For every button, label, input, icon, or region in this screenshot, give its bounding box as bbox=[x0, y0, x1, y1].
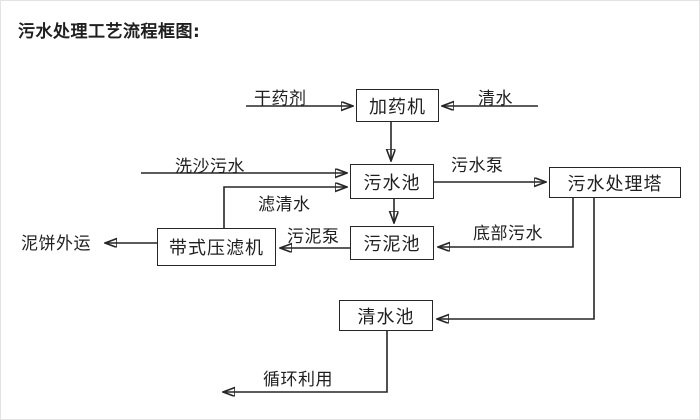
node-sludge-pool: 污泥池 bbox=[350, 226, 434, 260]
node-sewage-pool: 污水池 bbox=[350, 164, 434, 199]
arrow-filtered-water-to-sewage-pool bbox=[223, 187, 347, 228]
flow-label-bottom-sewage: 底部污水 bbox=[473, 224, 543, 244]
node-belt-filter-press: 带式压滤机 bbox=[157, 228, 276, 266]
node-treatment-tower: 污水处理塔 bbox=[549, 167, 681, 198]
flow-label-dry-agent: 干药剂 bbox=[254, 89, 307, 109]
flow-label-filtered-water: 滤清水 bbox=[258, 195, 311, 215]
flow-label-mud-cake-out: 泥饼外运 bbox=[21, 234, 91, 254]
flow-label-recycle: 循环利用 bbox=[263, 370, 333, 390]
flow-label-sand-wash-sewage: 洗沙污水 bbox=[175, 157, 245, 177]
arrow-clear-water-pool-to-recycle bbox=[223, 331, 388, 392]
node-clear-water-pool: 清水池 bbox=[339, 300, 433, 331]
page-title: 污水处理工艺流程框图: bbox=[18, 22, 201, 42]
flow-label-sewage-pump: 污水泵 bbox=[451, 156, 504, 176]
arrow-tower-to-clear-water-pool bbox=[437, 198, 595, 319]
node-dosing-machine: 加药机 bbox=[356, 89, 439, 122]
arrow-tower-bottom-sewage-to-sludge-pool bbox=[438, 198, 574, 247]
flow-label-clear-water: 清水 bbox=[478, 89, 513, 109]
flow-label-sludge-pump: 污泥泵 bbox=[287, 227, 340, 247]
